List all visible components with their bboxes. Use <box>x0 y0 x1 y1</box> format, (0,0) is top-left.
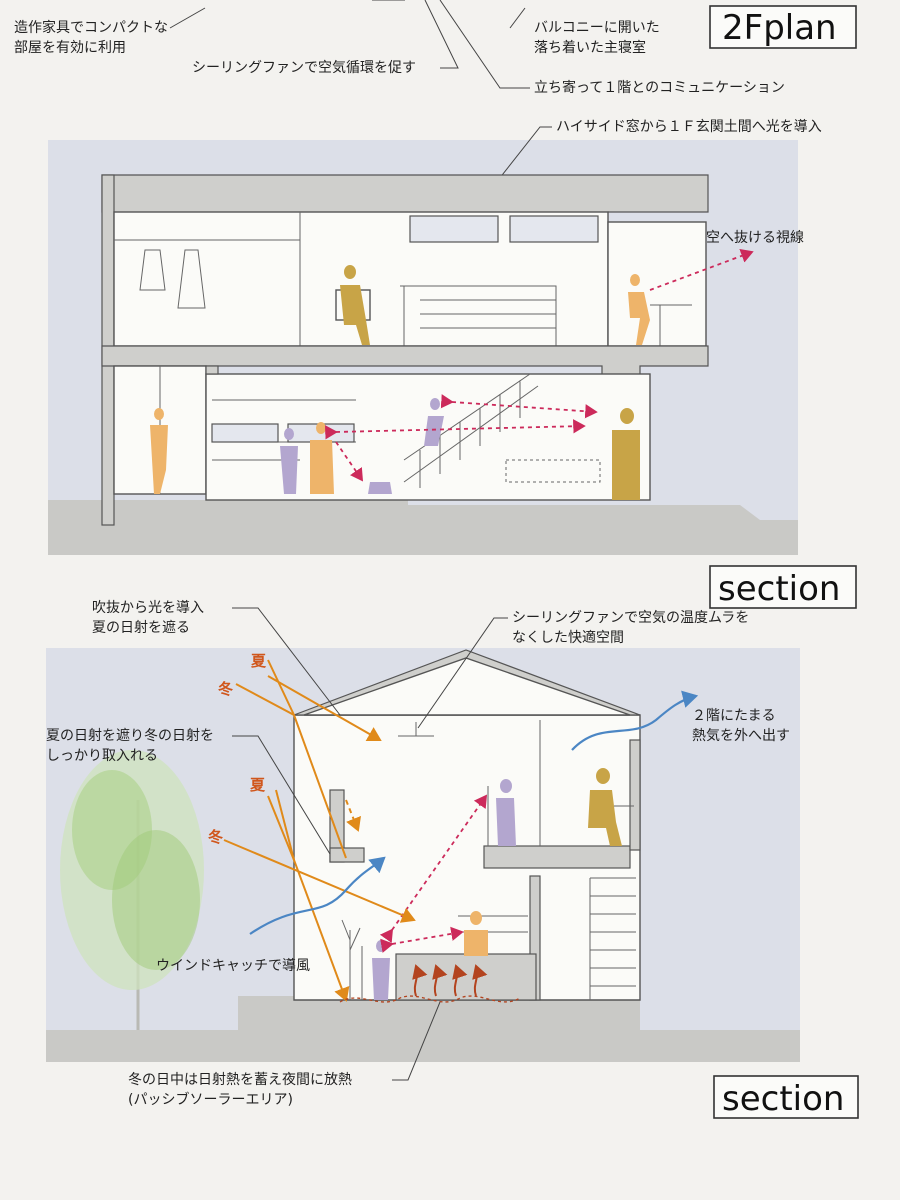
figure-entry <box>150 407 168 494</box>
sky-view-label: 空へ抜ける視線 <box>706 230 804 246</box>
winter-label-1: 冬 <box>218 680 233 698</box>
heat-arrow-4 <box>472 964 488 997</box>
highside-label: ハイサイド窓から１Ｆ玄関土間へ光を導入 <box>556 118 822 135</box>
passive-label-1: 冬の日中は日射熱を蓄え夜間に放熱 <box>128 1072 352 1088</box>
fan-leader-2 <box>417 617 508 729</box>
sky-sightline <box>649 249 754 291</box>
atrium-label-2: 夏の日射を遮る <box>92 620 190 636</box>
eave-label-1: 夏の日射を遮り冬の日射を <box>46 728 214 744</box>
windcatch-label: ウインドキャッチで導風 <box>156 958 310 974</box>
closet-lines <box>114 212 301 346</box>
passive-label-2: (パッシブソーラーエリア) <box>128 1091 293 1108</box>
summer-ray-eave <box>275 789 295 861</box>
fan-label-2: なくした快適空間 <box>512 629 624 646</box>
atrium-leader <box>232 607 341 716</box>
section2-tag: section <box>722 1079 844 1119</box>
summer-label-1: 夏 <box>250 652 267 670</box>
eave-sill <box>329 847 365 863</box>
plan-tag-box <box>709 5 857 49</box>
roof-inner <box>303 657 631 716</box>
right-wall-upper <box>629 739 641 851</box>
hanging-clothes <box>139 249 206 309</box>
summer-ray-upper <box>267 675 382 741</box>
highside-window-1 <box>409 215 499 243</box>
fan-label-1: シーリングファンで空気の温度ムラを <box>512 610 749 626</box>
tree <box>60 750 204 1030</box>
communication-label: 立ち寄って１階とのコミュニケーション <box>534 79 785 96</box>
figure-desk <box>340 265 370 345</box>
section1-balcony-room <box>607 221 707 347</box>
heat-label-1: ２階にたまる <box>692 708 776 724</box>
communication-leader <box>439 0 530 89</box>
winter-ray-lower <box>223 839 416 923</box>
highside-window-2 <box>509 215 599 243</box>
section-1: ハイサイド窓から１Ｆ玄関土間へ光を導入 空へ抜ける視線 <box>48 118 857 609</box>
summer-ray-source <box>267 659 295 716</box>
ceiling-fan <box>398 722 434 737</box>
eave-label-2: しっかり取入れる <box>46 748 158 764</box>
heat-arrow-1 <box>412 964 428 997</box>
fan-leader <box>424 0 459 69</box>
eave-leader <box>232 735 331 855</box>
sightline-stair <box>440 394 598 419</box>
heat-wave <box>339 995 521 1003</box>
section1-tag-box <box>709 565 857 609</box>
passive-leader <box>392 1001 441 1081</box>
plan-tag: 2Fplan <box>722 8 837 48</box>
heat-arrow-2 <box>432 964 448 997</box>
figure-upper <box>496 779 516 846</box>
heat-label-2: 熱気を外へ出す <box>692 728 790 744</box>
figure-reading <box>588 768 622 846</box>
section2-ground <box>46 996 800 1062</box>
furniture-label-2: 部屋を有効に利用 <box>14 40 126 56</box>
figure-child-lower <box>372 940 390 1000</box>
section2-tag-box <box>713 1075 859 1119</box>
section-2: 夏 冬 夏 冬 吹抜から光を導入 夏の日射を遮る シーリングファンで空気の温度ム… <box>46 600 859 1119</box>
plan-annotations: 造作家具でコンパクトな 部屋を有効に利用 シーリングファンで空気循環を促す バル… <box>14 0 857 96</box>
atrium-label-1: 吹抜から光を導入 <box>92 600 204 616</box>
balcony-leader <box>509 7 526 29</box>
heat-exhaust-arrow <box>571 690 699 751</box>
summer-label-2: 夏 <box>249 776 266 794</box>
balcony-table <box>650 304 692 346</box>
section2-floor-slab <box>483 845 631 869</box>
section2-stair <box>589 877 636 1000</box>
upper-partitions <box>487 720 541 846</box>
upper-railing <box>400 285 557 346</box>
beam-stub <box>205 365 219 375</box>
section1-tag: section <box>718 569 840 609</box>
dashed-furniture <box>505 459 601 483</box>
sightline-living <box>325 419 586 440</box>
sightline-vertical <box>379 794 488 943</box>
furniture-label-1: 造作家具でコンパクトな <box>14 19 168 36</box>
sightline-kitchen <box>380 926 464 953</box>
ceiling-fan-label: シーリングファンで空気循環を促す <box>192 60 416 76</box>
figure-doorway <box>612 408 640 500</box>
balcony-label-1: バルコニーに開いた <box>534 20 660 36</box>
balcony-label-2: 落ち着いた主寝室 <box>534 39 646 56</box>
figure-child <box>280 428 298 494</box>
kitchen-window-1 <box>211 423 279 443</box>
winter-label-2: 冬 <box>208 828 223 846</box>
figure-cat <box>368 482 392 494</box>
figure-adult <box>310 422 334 494</box>
section1-ground <box>48 500 798 555</box>
furniture-leader <box>169 7 206 29</box>
heat-arrow-3 <box>452 964 468 997</box>
indoor-plant <box>341 919 363 1000</box>
wind-catch-arrow <box>249 856 386 935</box>
figure-balcony <box>628 274 650 345</box>
